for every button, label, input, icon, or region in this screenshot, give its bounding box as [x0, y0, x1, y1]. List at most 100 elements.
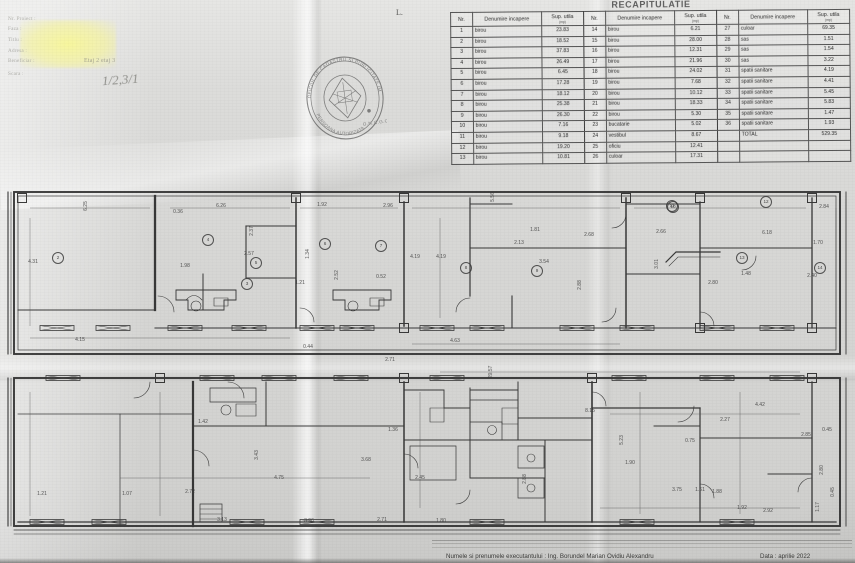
cell-name: birou: [472, 89, 542, 101]
dimension-label: 4.15: [75, 337, 85, 343]
room-number-marker: 5: [250, 257, 262, 269]
cell-value: 37.83: [541, 46, 584, 58]
cell-nr: 33: [717, 87, 739, 99]
recapitulatie-table: Nr. Denumire incapere Sup. utila (mp) Nr…: [450, 8, 852, 165]
room-number-marker: 14: [814, 262, 826, 274]
dimension-label: 0.44: [303, 344, 313, 350]
cell-value: 69.35: [807, 23, 850, 35]
dimension-label: 3.54: [539, 259, 549, 265]
dimension-label: 2.80: [819, 465, 825, 475]
cell-name: birou: [472, 25, 542, 37]
cell-name: birou: [605, 56, 675, 68]
cell-nr: 31: [716, 66, 739, 78]
dimension-label: 8.15: [585, 408, 595, 414]
cell-nr: 5: [451, 68, 473, 80]
dimension-label: 1.36: [388, 427, 398, 433]
cell-value: 1.47: [807, 108, 851, 120]
cell-nr: 12: [451, 142, 474, 154]
cell-name: bucatarie: [606, 120, 676, 132]
svg-text:OFICIUL DE CADASTRU SI PUBLICI: OFICIUL DE CADASTRU SI PUBLICITATE IMOBI…: [303, 52, 382, 103]
dimension-label: 2.88: [522, 474, 528, 484]
cell-value: 10.81: [542, 152, 585, 164]
room-number-marker: 8: [460, 262, 472, 274]
header-unit-2: (mp): [691, 18, 699, 23]
cell-nr: 1: [450, 26, 473, 38]
cell-nr: 9: [451, 111, 474, 122]
dimension-label: 5.23: [619, 435, 625, 445]
sheet-corner-mark: L.: [396, 8, 403, 17]
cell-nr: 25: [584, 141, 607, 153]
dimension-label: 2.68: [584, 232, 594, 238]
cell-name: birou: [605, 77, 675, 89]
cell-nr: 22: [584, 110, 607, 121]
cell-name: birou: [472, 99, 543, 112]
dimension-label: 5.56: [490, 192, 496, 202]
cell-nr: 30: [716, 56, 739, 67]
cell-name: spatii sanitare: [739, 119, 809, 131]
dimension-label: 1.80: [436, 518, 446, 524]
cell-nr: 36: [717, 119, 740, 131]
cell-name: birou: [472, 110, 543, 122]
room-number-marker: 12: [760, 196, 772, 208]
dimension-label: 4.31: [28, 259, 38, 265]
header-name-1: Denumire incapere: [472, 11, 542, 27]
cell-name: culoar: [738, 23, 808, 35]
room-number-marker: 13: [736, 252, 748, 264]
header-name-2: Denumire incapere: [605, 10, 675, 26]
executant-caption: Numele si prenumele executantului : Ing.…: [446, 553, 654, 560]
cell-value: 6.45: [541, 67, 585, 79]
cell-nr: 13: [451, 153, 474, 165]
dimension-label: 2.88: [577, 280, 583, 290]
bottom-rule-lines: [432, 540, 852, 549]
cell-nr-empty: [717, 151, 740, 163]
cell-nr: 2: [450, 36, 473, 48]
dimension-label: 2.57: [244, 251, 254, 257]
dimension-label: 3.68: [361, 457, 371, 463]
cell-value-empty: [808, 139, 851, 151]
dimension-label: 1.48: [741, 271, 751, 277]
dimension-label: 1.17: [815, 502, 821, 512]
cell-name: birou: [472, 78, 542, 90]
header-nr-1: Nr.: [450, 12, 473, 27]
cell-value: 1.54: [807, 44, 850, 56]
header-nr-3: Nr.: [716, 10, 739, 25]
cell-name: oficiu: [606, 141, 676, 153]
hw-line-3: Adresa :: [8, 48, 28, 54]
dimension-label: 2.85: [801, 432, 811, 438]
official-round-stamp: OFICIUL DE CADASTRU SI PUBLICITATE IMOBI…: [295, 43, 391, 144]
svg-text:PERSOANA AUTORIZATA: PERSOANA AUTORIZATA: [315, 107, 366, 140]
cell-name: sas: [738, 34, 808, 46]
cell-value: 24.02: [674, 66, 718, 78]
cell-name: birou: [473, 142, 543, 154]
dimension-label: 6.18: [762, 230, 772, 236]
vertical-fold-crease-2: [586, 0, 612, 563]
cell-name: culoar: [606, 151, 676, 163]
cell-name: birou: [472, 46, 542, 59]
cell-name: birou: [472, 36, 542, 48]
cell-nr: 29: [716, 45, 739, 57]
cell-value: 26.49: [541, 57, 584, 69]
dimension-label: 2.80: [708, 280, 718, 286]
dimension-label: 1.90: [625, 460, 635, 466]
header-value-3: Sup. utila (mp): [807, 9, 850, 24]
cell-value: 9.18: [542, 131, 585, 143]
cell-nr: 3: [450, 47, 473, 59]
dimension-label: 4.42: [755, 402, 765, 408]
cell-name-empty: [739, 150, 809, 162]
cell-nr-empty: [717, 130, 740, 141]
cell-value: 17.28: [541, 78, 585, 90]
dimension-label: 0.45: [822, 427, 832, 433]
dimension-label: 2.66: [656, 229, 666, 235]
cell-value: 18.12: [541, 89, 585, 100]
cell-total-value: 529.35: [808, 129, 851, 141]
cell-name: spatii sanitare: [738, 76, 808, 88]
dimension-label: 2.27: [720, 417, 730, 423]
handwritten-signature: 1/2,3/1: [101, 70, 139, 89]
hw-line-right-4: Etaj 2 etaj 3: [84, 58, 116, 64]
dimension-label: 3.43: [254, 450, 260, 460]
hw-line-0: Nr. Proiect :: [8, 16, 36, 22]
cell-value: 5.83: [807, 97, 851, 109]
dimension-label: 2.37: [249, 226, 255, 236]
header-nr-2: Nr.: [583, 11, 606, 26]
